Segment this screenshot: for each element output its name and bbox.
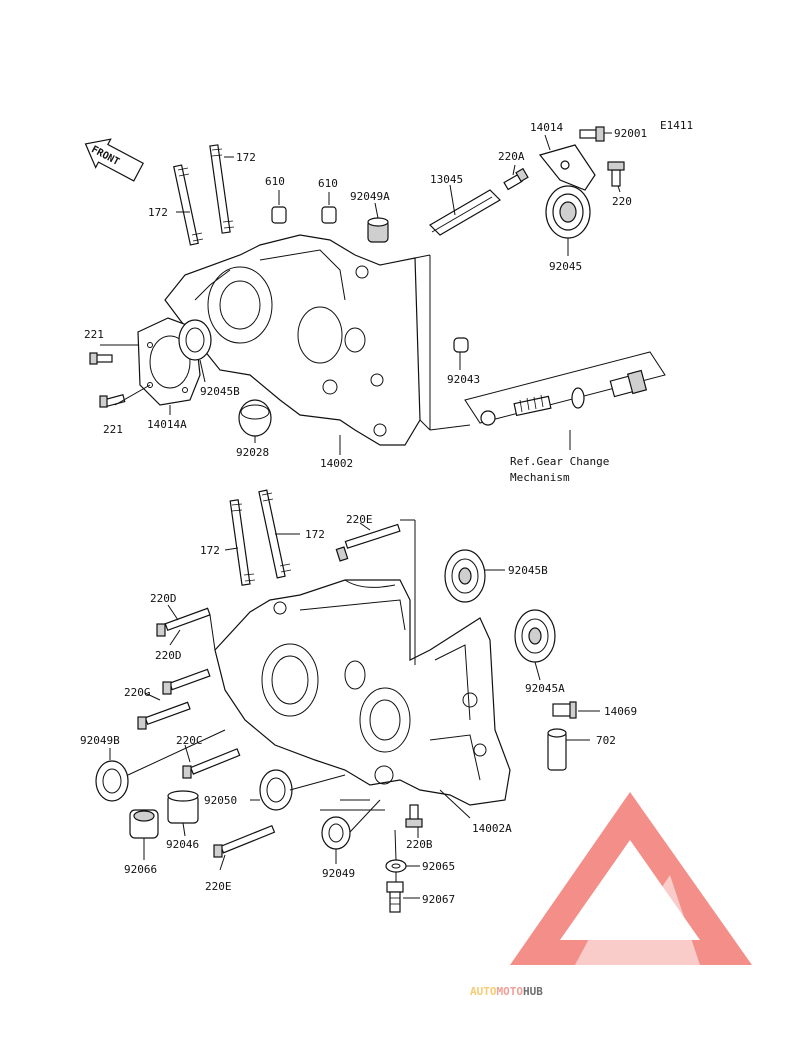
- logo-triangle-icon: [510, 792, 752, 965]
- sleeve-92066: [129, 809, 159, 839]
- stud-172-bottom-right: [258, 489, 292, 579]
- label-220c: 220C: [176, 734, 203, 747]
- ref-label-line2: Mechanism: [510, 471, 570, 484]
- bolt-220c: [182, 748, 241, 779]
- bolt-92001: [579, 126, 605, 142]
- label-172-bottom-right: 172: [305, 528, 325, 541]
- bearing-92045b-top: [178, 319, 212, 361]
- label-172-bottom-left: 172: [200, 544, 220, 557]
- breather-cover-14014: [538, 144, 596, 191]
- ball-bearing-92045a: [514, 609, 556, 663]
- crankcase-upper-14002: [164, 234, 421, 446]
- label-92028: 92028: [236, 446, 269, 459]
- oil-seal-92049: [321, 816, 351, 850]
- bolt-220b: [405, 804, 423, 828]
- stud-172-top-right: [209, 144, 235, 234]
- label-220e-bottom: 220E: [205, 880, 232, 893]
- label-14014: 14014: [530, 121, 563, 134]
- leader-lines-top: [100, 132, 621, 455]
- diagram-code: E1411: [660, 119, 693, 132]
- collar-92028: [238, 399, 272, 437]
- label-92045b-bottom: 92045B: [508, 564, 548, 577]
- logo-wordmark: AUTOMOTOHUB: [470, 985, 543, 998]
- label-172-top-left: 172: [148, 206, 168, 219]
- bushing-92046: [167, 790, 199, 824]
- bolt-220e-top: [335, 523, 401, 562]
- bolt-220e-bottom: [213, 824, 276, 858]
- bolt-220: [607, 161, 625, 187]
- automotohub-logo: AUTOMOTOHUB: [470, 792, 752, 998]
- label-14002: 14002: [320, 457, 353, 470]
- oil-jet-92049a: [367, 217, 389, 243]
- crankcase-lower-14002a: [214, 579, 511, 806]
- label-92001: 92001: [614, 127, 647, 140]
- label-92045a: 92045A: [525, 682, 565, 695]
- ref-label-line1: Ref.Gear Change: [510, 455, 609, 468]
- guide-plate-13045: [429, 189, 501, 236]
- label-220d-bottom: 220D: [155, 649, 182, 662]
- label-92049a: 92049A: [350, 190, 390, 203]
- bolt-220g-a: [162, 668, 211, 695]
- front-arrow-icon: FRONT: [84, 138, 144, 182]
- label-92043: 92043: [447, 373, 480, 386]
- label-221-a: 221: [84, 328, 104, 341]
- pipe-702: [547, 728, 567, 771]
- label-220d-top: 220D: [150, 592, 177, 605]
- label-220b: 220B: [406, 838, 433, 851]
- plug-14069: [552, 701, 577, 719]
- screw-221-b: [99, 394, 126, 408]
- label-221-b: 221: [103, 423, 123, 436]
- label-14014a: 14014A: [147, 418, 187, 431]
- label-14069: 14069: [604, 705, 637, 718]
- label-172-top-right: 172: [236, 151, 256, 164]
- oil-seal-92050: [259, 769, 293, 811]
- ball-bearing-92045b-bottom: [444, 549, 486, 603]
- label-220e-top: 220E: [346, 513, 373, 526]
- oil-seal-92049b: [95, 760, 129, 802]
- logo-part-moto: MOTO: [497, 985, 524, 998]
- ball-bearing-92045: [545, 185, 591, 239]
- plug-bolt-icon: [609, 369, 648, 398]
- bolt-220a: [503, 167, 529, 191]
- label-92066: 92066: [124, 863, 157, 876]
- label-92049b: 92049B: [80, 734, 120, 747]
- part-labels: E1411 14014 92001 220A 13045 220 172 172…: [80, 119, 693, 906]
- label-92067: 92067: [422, 893, 455, 906]
- label-92046: 92046: [166, 838, 199, 851]
- screw-221-a: [89, 352, 113, 365]
- spring-icon: [513, 394, 552, 417]
- dowel-pin-610-b: [321, 206, 337, 224]
- label-220a: 220A: [498, 150, 525, 163]
- bolt-220d: [156, 607, 211, 637]
- stud-172-bottom-left: [229, 499, 256, 586]
- leader-lines-bottom: [109, 519, 600, 899]
- label-610-a: 610: [265, 175, 285, 188]
- label-220: 220: [612, 195, 632, 208]
- label-220g: 220G: [124, 686, 151, 699]
- label-702: 702: [596, 734, 616, 747]
- bolt-220g-b: [137, 701, 191, 730]
- washer-92065: [385, 859, 407, 873]
- logo-part-hub: HUB: [523, 985, 543, 998]
- stud-172-top-left: [173, 164, 204, 246]
- label-92045b-top: 92045B: [200, 385, 240, 398]
- gear-change-reference-box: [464, 351, 666, 426]
- pin-92043: [453, 337, 469, 353]
- label-13045: 13045: [430, 173, 463, 186]
- dowel-pin-610-a: [271, 206, 287, 224]
- drain-plug-92067: [386, 881, 404, 913]
- label-92049: 92049: [322, 867, 355, 880]
- label-92065: 92065: [422, 860, 455, 873]
- label-14002a: 14002A: [472, 822, 512, 835]
- label-92045: 92045: [549, 260, 582, 273]
- label-92050: 92050: [204, 794, 237, 807]
- logo-part-auto: AUTO: [470, 985, 497, 998]
- label-610-b: 610: [318, 177, 338, 190]
